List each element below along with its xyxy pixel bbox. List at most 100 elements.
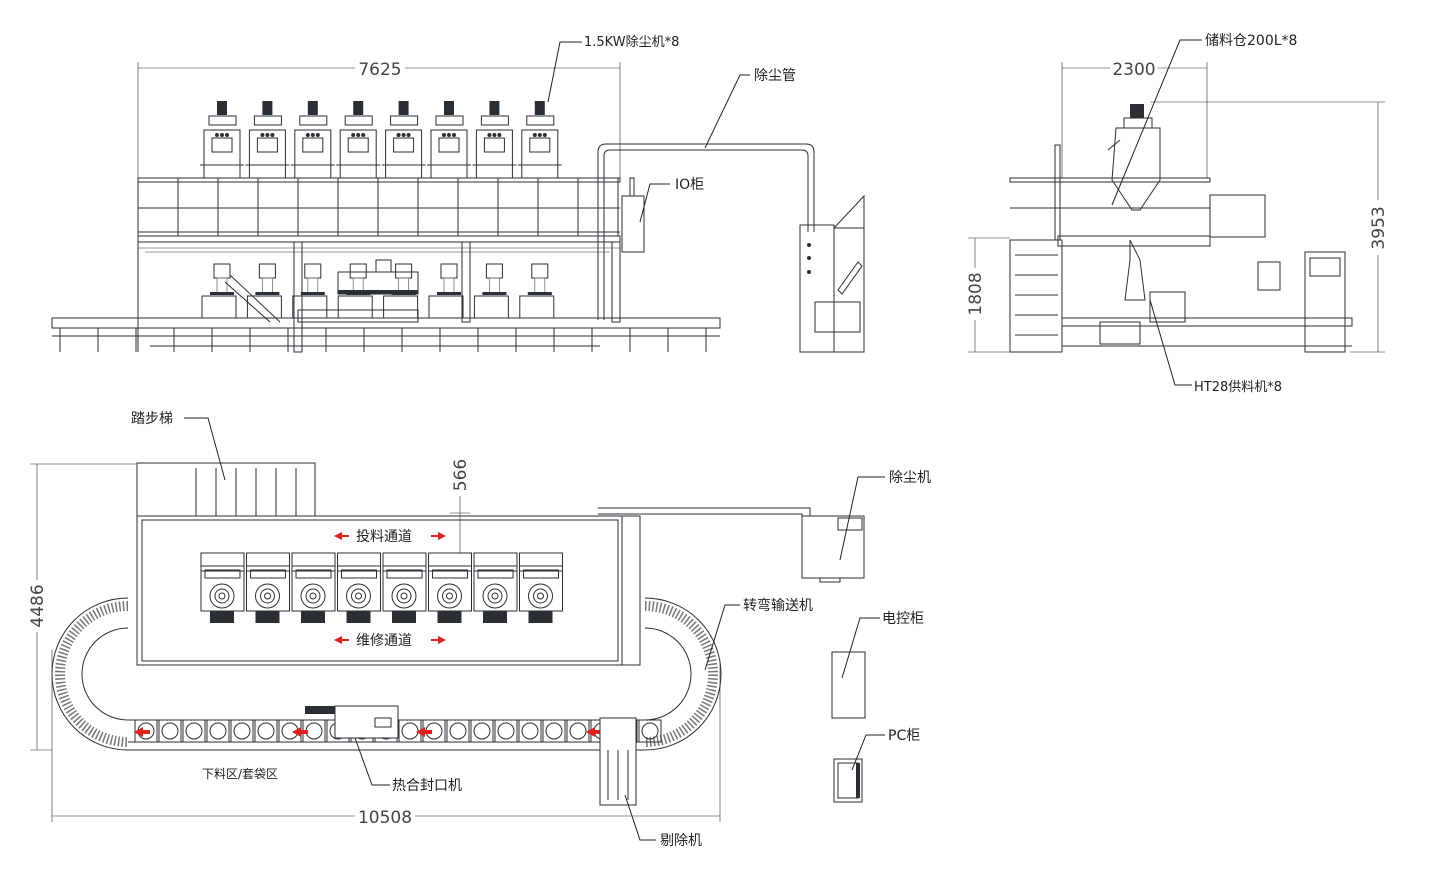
feeder-base [383, 295, 419, 319]
machine-port-outer [391, 583, 417, 609]
roller [545, 722, 563, 740]
front-feeder-unit [519, 263, 555, 319]
machine-valves [437, 611, 462, 623]
silo-leader [1111, 39, 1202, 206]
feeder-head [258, 263, 276, 279]
conveyor-cell [542, 719, 566, 743]
feeder-neck [216, 277, 228, 295]
side-pc-screen [1309, 257, 1341, 277]
top-machine-unit [246, 552, 290, 623]
front-dust-collector-row [200, 101, 562, 179]
machine-port-inner [491, 592, 499, 600]
feeder-label: HT28供料机*8 [1194, 380, 1282, 395]
valve [396, 133, 401, 137]
arrow-right-icon [431, 532, 446, 540]
valve [532, 133, 537, 137]
machine-port-inner [446, 592, 453, 600]
motor-mount [390, 115, 419, 126]
chute-line [229, 274, 281, 323]
feeder-head [531, 263, 549, 279]
motor-mount [208, 115, 237, 126]
valve [452, 133, 456, 137]
side-post [1054, 144, 1061, 241]
flow-arrows [134, 727, 602, 737]
motor-mount [435, 115, 464, 126]
machine-hood [291, 552, 336, 572]
motor-part [444, 101, 454, 115]
motor-mount [526, 115, 555, 126]
conveyor-cell [494, 719, 518, 743]
machine-port-inner [309, 592, 317, 600]
roller [161, 722, 179, 740]
collector-filter [393, 137, 415, 153]
machine-hood [246, 552, 290, 572]
top-machine-unit [473, 552, 518, 623]
io-cabinet-label: IO柜 [675, 177, 704, 193]
roller [185, 722, 203, 740]
machine-port-inner [264, 592, 271, 600]
feeder-head [349, 263, 367, 279]
curve-conveyor-label: 转弯输送机 [743, 597, 813, 614]
feeding-aisle: 投料通道 [334, 529, 446, 545]
platform-height-value: 1808 [966, 272, 986, 315]
feeder-neck [534, 277, 546, 295]
top-stair [136, 462, 316, 517]
feeder-clamp [300, 292, 325, 295]
machine-valves [301, 611, 325, 623]
front-dust-collector-unit [427, 101, 471, 179]
top-machine-unit [382, 552, 427, 623]
top-view: 4486 10508 踏步梯 [28, 411, 931, 849]
side-view: 2300 3953 1808 [966, 33, 1389, 395]
conveyor-cell [230, 719, 254, 743]
machine-hood [382, 552, 427, 572]
machine-port-outer [482, 583, 508, 609]
valve [220, 133, 224, 137]
motor-mount [344, 115, 373, 126]
conveyor-cell [206, 719, 230, 743]
feeder-head [213, 263, 231, 279]
machine-hood [519, 552, 563, 572]
valve [310, 133, 315, 137]
collector-filter [302, 137, 324, 153]
sealer-belt [338, 290, 418, 294]
front-dust-collector-unit [381, 101, 426, 179]
feeder-base [473, 295, 509, 319]
silo-label: 储料仓200L*8 [1205, 33, 1297, 49]
sealer-control-box [375, 259, 392, 273]
machine-valves [210, 611, 234, 623]
side-silo [1107, 104, 1161, 301]
front-feeder-unit [473, 263, 509, 319]
valve [487, 133, 492, 137]
valve [497, 133, 502, 137]
roller [233, 722, 251, 740]
electric-cabinet-leader [841, 617, 880, 679]
machine-hood [428, 552, 472, 572]
io-cabinet-lamp [629, 177, 635, 197]
valve [542, 133, 547, 137]
arrow-left-icon [416, 727, 432, 737]
feeder-head [395, 263, 413, 279]
conveyor-cell [134, 719, 158, 743]
discharge-zone-label: 下料区/套袋区 [202, 767, 278, 781]
roller [497, 722, 515, 740]
machine-port-inner [355, 592, 362, 600]
side-motor [1099, 321, 1141, 345]
feeder-head [304, 263, 322, 279]
machine-handle-panel [204, 569, 241, 579]
dust-pipe-leader [704, 74, 750, 149]
sealer-label: 热合封口机 [392, 778, 462, 794]
feeder-clamp [437, 292, 461, 295]
io-cabinet [621, 195, 645, 253]
feeder-clamp [482, 292, 507, 295]
pc-cabinet-leader [851, 734, 885, 771]
side-width-dimension: 2300 [1061, 60, 1208, 178]
roller [401, 722, 419, 740]
machine-port-mid [442, 588, 457, 604]
valve [215, 133, 219, 137]
valve [447, 133, 451, 137]
machine-port-outer [528, 583, 553, 609]
pc-cabinet-label: PC柜 [888, 728, 920, 744]
top-machine-unit [200, 552, 245, 623]
machine-valves [528, 611, 553, 623]
machine-valves [255, 611, 280, 623]
